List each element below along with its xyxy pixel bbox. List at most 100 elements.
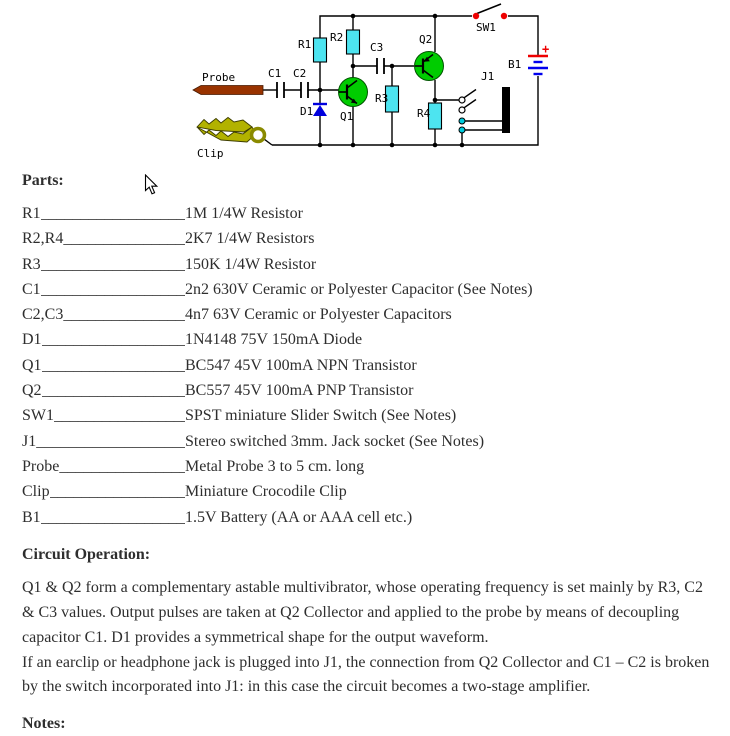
part-desc: 1M 1/4W Resistor [185, 205, 303, 222]
part-leader: ________________________________________… [36, 432, 185, 450]
part-desc: BC557 45V 100mA PNP Transistor [185, 382, 414, 400]
resistor-r1 [312, 37, 328, 63]
label-c1: C1 [268, 67, 281, 80]
label-j1: J1 [481, 70, 494, 83]
part-row: C2,C3___________________________________… [22, 302, 714, 327]
transistor-q1-arrow [350, 98, 357, 104]
parts-heading: Parts: [22, 172, 64, 189]
switch-lever [476, 3, 502, 15]
part-leader: ________________________________________… [63, 230, 185, 248]
battery-b1 [528, 54, 548, 76]
label-clip: Clip [197, 147, 224, 160]
part-name: Probe [22, 457, 60, 475]
part-desc: 4n7 63V Ceramic or Polyester Capacitors [185, 306, 452, 324]
crocodile-clip [196, 116, 267, 144]
resistor-r3 [384, 85, 400, 113]
part-desc: 2K7 1/4W Resistors [185, 230, 315, 248]
circuit-operation-heading: Circuit Operation: [22, 545, 151, 563]
part-leader: ________________________________________… [40, 280, 185, 298]
label-b1: B1 [508, 58, 521, 71]
resistor-r4 [427, 102, 443, 130]
part-row: Clip____________________________________… [22, 479, 714, 504]
part-name: Q2 [22, 382, 42, 400]
notes-heading: Notes: [22, 715, 66, 733]
part-name: Q1 [22, 356, 42, 374]
resistor-r2 [345, 29, 361, 55]
part-row: Q2______________________________________… [22, 378, 714, 403]
part-row: R1______________________________________… [22, 201, 714, 226]
part-desc: Metal Probe 3 to 5 cm. long [185, 457, 365, 475]
part-leader: ________________________________________… [41, 382, 185, 400]
part-desc: BC547 45V 100mA NPN Transistor [185, 356, 417, 374]
part-desc: SPST miniature Slider Switch (See Notes) [185, 407, 457, 425]
part-leader: ________________________________________… [59, 457, 185, 475]
part-name: C2,C3 [22, 306, 64, 324]
clip-handle [249, 126, 267, 144]
part-name: R3 [22, 255, 41, 273]
part-row: J1______________________________________… [22, 429, 714, 454]
battery-plus-label: + [542, 42, 549, 56]
page-content: Parts: R1_______________________________… [0, 168, 730, 736]
part-leader: ________________________________________… [40, 508, 185, 526]
label-d1: D1 [300, 105, 313, 118]
label-c2: C2 [293, 67, 306, 80]
part-desc: 1.5V Battery (AA or AAA cell etc.) [185, 508, 413, 526]
jack-body [502, 87, 510, 133]
part-row: Q1______________________________________… [22, 353, 714, 378]
capacitor-c2 [300, 82, 309, 98]
switch-sw1 [472, 3, 508, 20]
part-desc: Miniature Crocodile Clip [185, 483, 347, 501]
part-row: R2,R4___________________________________… [22, 226, 714, 251]
part-row: R3______________________________________… [22, 252, 714, 277]
part-leader: ________________________________________… [63, 306, 185, 324]
part-name: J1 [22, 432, 37, 450]
label-c3: C3 [370, 41, 383, 54]
label-q1: Q1 [340, 110, 353, 123]
diode-d1 [313, 102, 327, 116]
parts-list: R1______________________________________… [22, 201, 714, 530]
part-name: B1 [22, 508, 41, 526]
part-leader: ________________________________________… [40, 255, 185, 273]
part-name: R2,R4 [22, 230, 64, 248]
label-sw1: SW1 [476, 21, 496, 34]
part-leader: ________________________________________… [40, 205, 185, 222]
junction-dots [317, 13, 465, 148]
operation-paragraph: Q1 & Q2 form a complementary astable mul… [22, 578, 703, 646]
part-name: Clip [22, 483, 50, 501]
part-leader: ________________________________________… [41, 331, 185, 349]
part-row: Probe___________________________________… [22, 454, 714, 479]
capacitor-c1 [276, 82, 285, 98]
label-r2: R2 [330, 31, 343, 44]
part-leader: ________________________________________… [54, 407, 185, 425]
transistor-q2 [414, 51, 444, 81]
part-row: B1______________________________________… [22, 505, 714, 530]
mouse-cursor [144, 173, 159, 201]
part-leader: ________________________________________… [41, 356, 185, 374]
circuit-labels: R1 R2 C3 Q2 C1 C2 D1 Q1 R3 R4 SW1 J1 B1 … [197, 21, 521, 160]
capacitor-c3 [376, 58, 385, 74]
operation-paragraph: If an earclip or headphone jack is plugg… [22, 653, 710, 696]
circuit-wires [262, 15, 539, 146]
label-r1: R1 [298, 38, 311, 51]
label-r3: R3 [375, 92, 388, 105]
transistor-q2-arrow [423, 56, 430, 62]
part-name: D1 [22, 331, 42, 349]
part-desc: 2n2 630V Ceramic or Polyester Capacitor … [185, 280, 533, 298]
part-desc: 1N4148 75V 150mA Diode [185, 331, 363, 349]
part-row: SW1_____________________________________… [22, 403, 714, 428]
cursor-arrow-icon [144, 173, 159, 195]
label-q2: Q2 [419, 33, 432, 46]
part-leader: ________________________________________… [49, 483, 185, 501]
label-r4: R4 [417, 107, 431, 120]
label-probe: Probe [202, 71, 235, 84]
transistor-q1 [338, 77, 368, 107]
part-name: R1 [22, 205, 41, 222]
part-desc: 150K 1/4W Resistor [185, 255, 317, 273]
part-name: C1 [22, 280, 41, 298]
probe-tip [192, 85, 264, 95]
circuit-schematic: R1 R2 C3 Q2 C1 C2 D1 Q1 R3 R4 SW1 J1 B1 … [192, 3, 549, 160]
part-row: D1______________________________________… [22, 327, 714, 352]
part-name: SW1 [22, 407, 54, 425]
jack-j1 [458, 87, 510, 134]
part-row: C1______________________________________… [22, 277, 714, 302]
